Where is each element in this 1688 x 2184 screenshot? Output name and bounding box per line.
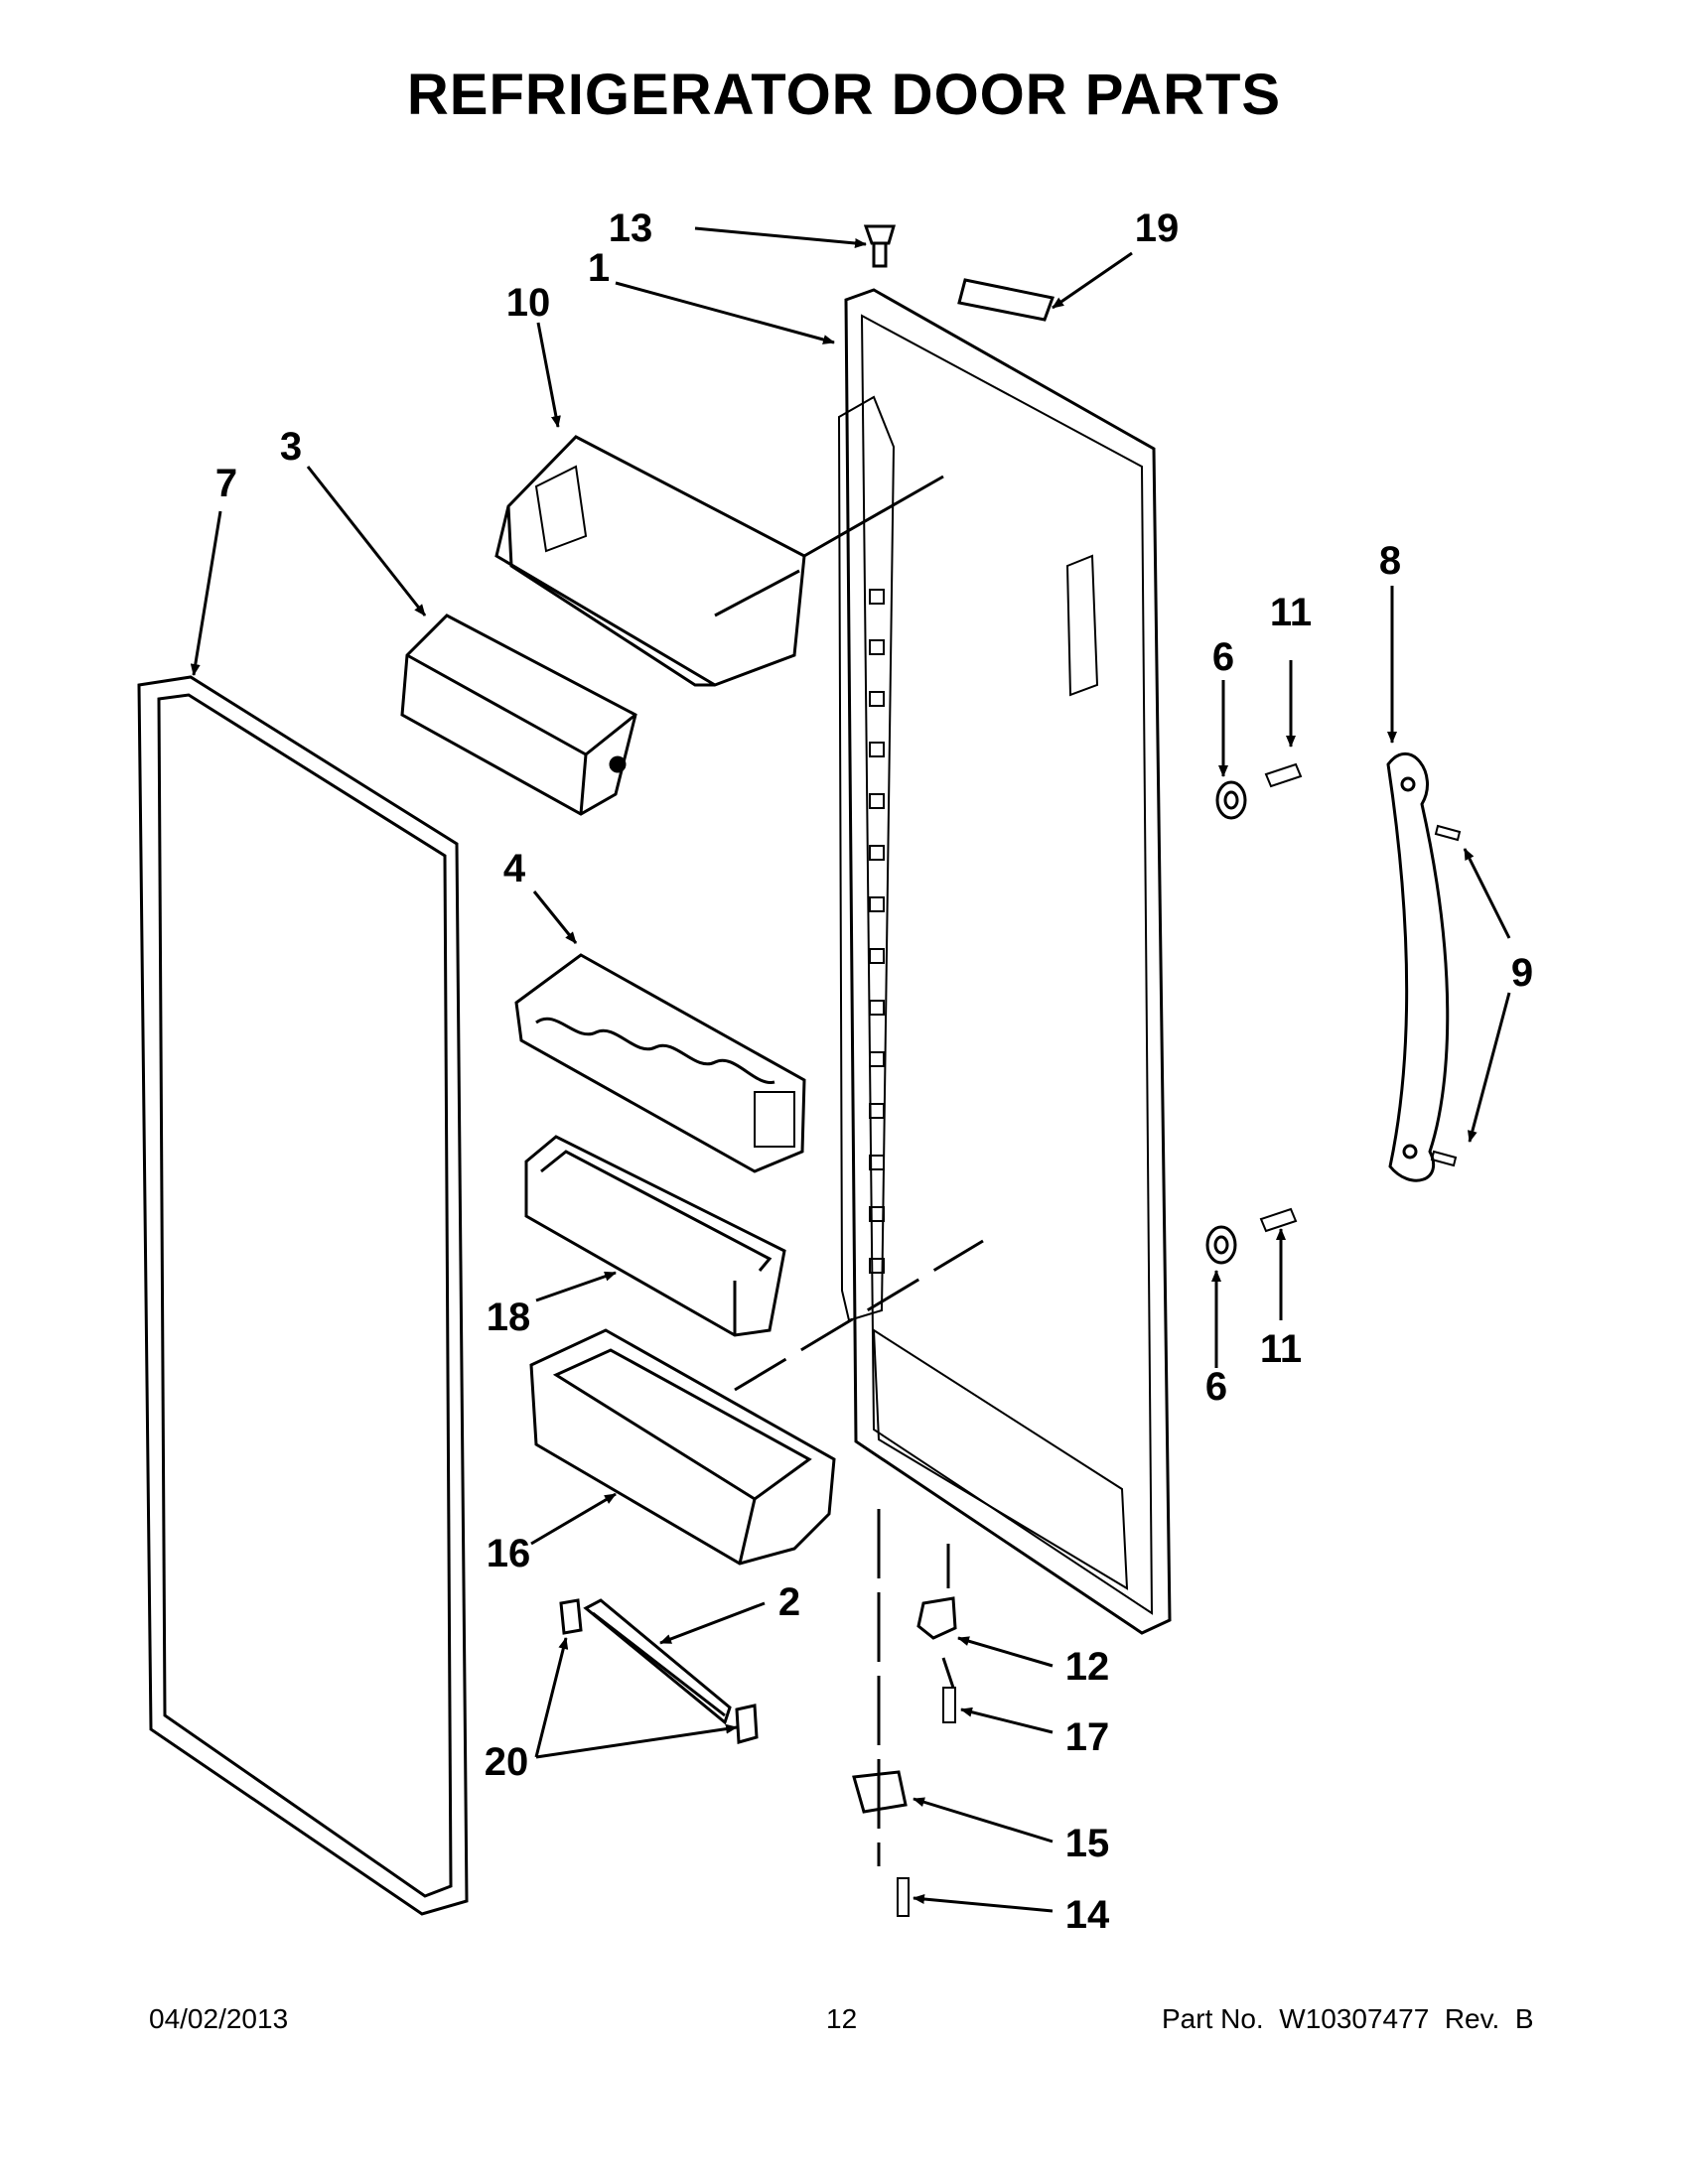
callout-12: 12 xyxy=(1065,1645,1110,1689)
callout-3: 3 xyxy=(280,425,302,469)
callout-19: 19 xyxy=(1135,206,1180,250)
callout-8: 8 xyxy=(1379,539,1401,583)
bin-trim-part xyxy=(583,1598,732,1725)
leader-arrows xyxy=(190,226,1511,1913)
callout-11-lower: 11 xyxy=(1260,1327,1302,1371)
callout-14: 14 xyxy=(1065,1893,1110,1937)
footer-part-number: Part No. W10307477 Rev. B xyxy=(1162,2003,1534,2034)
callout-20: 20 xyxy=(485,1740,529,1784)
door-handle-part xyxy=(1386,751,1450,1182)
callout-6-upper: 6 xyxy=(1212,635,1234,679)
callout-11-upper: 11 xyxy=(1270,591,1312,634)
callout-7: 7 xyxy=(215,462,237,505)
callout-4: 4 xyxy=(503,847,526,890)
callout-6-lower: 6 xyxy=(1205,1365,1227,1409)
handle-screws xyxy=(1430,824,1462,1167)
dairy-compartment-part xyxy=(494,435,806,687)
shelf-slots xyxy=(869,589,885,1274)
lower-hinge-parts xyxy=(852,1596,957,1917)
egg-tray-part xyxy=(514,953,806,1173)
callout-9: 9 xyxy=(1511,951,1533,995)
door-gasket-part xyxy=(137,675,469,1916)
assembly-lines xyxy=(734,475,984,1866)
callout-1: 1 xyxy=(588,246,610,290)
footer-date: 04/02/2013 xyxy=(149,2003,289,2034)
door-bin-part xyxy=(524,1135,786,1337)
callout-2: 2 xyxy=(778,1580,800,1624)
page-title: REFRIGERATOR DOOR PARTS xyxy=(406,63,1282,127)
callout-17: 17 xyxy=(1065,1715,1110,1759)
large-door-bin-part xyxy=(529,1328,836,1566)
callout-18: 18 xyxy=(487,1296,531,1339)
hinge-pin-part xyxy=(863,224,897,268)
callout-15: 15 xyxy=(1065,1822,1110,1865)
callout-10: 10 xyxy=(506,281,551,325)
footer-page-number: 12 xyxy=(826,2003,858,2034)
handle-mount-parts xyxy=(1205,762,1303,1265)
door-liner-part xyxy=(837,288,1172,1635)
callout-13: 13 xyxy=(609,206,653,250)
dairy-door-part xyxy=(400,614,637,816)
callout-16: 16 xyxy=(487,1532,531,1575)
label-part xyxy=(957,278,1055,322)
end-cap-parts xyxy=(559,1598,759,1744)
